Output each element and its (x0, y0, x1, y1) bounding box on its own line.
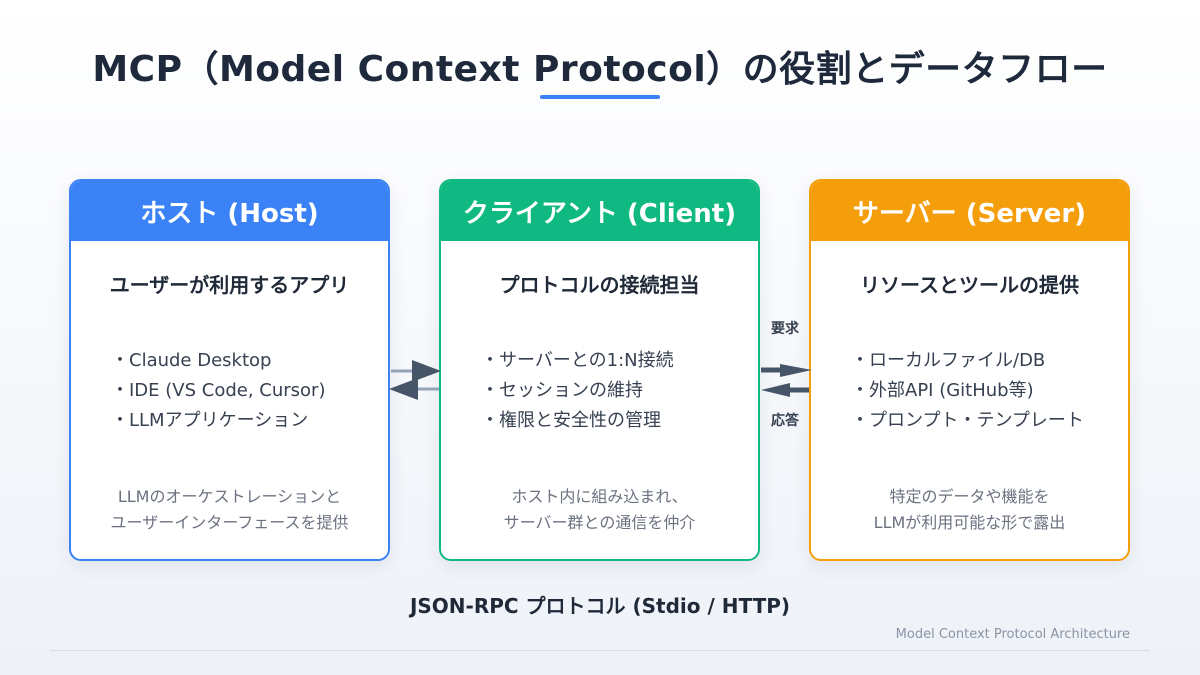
client-desc-line: ホスト内に組み込まれ、 (511, 487, 688, 506)
client-card-items: ・サーバーとの1:N接続 ・セッションの維持 ・権限と安全性の管理 (481, 346, 674, 436)
server-card-description: 特定のデータや機能を LLMが利用可能な形で露出 (811, 484, 1128, 536)
footer-divider (50, 650, 1150, 651)
host-item: ・IDE (VS Code, Cursor) (111, 380, 326, 401)
host-card: ホスト (Host) ユーザーが利用するアプリ ・Claude Desktop … (69, 179, 390, 561)
host-client-request-arrowhead (412, 360, 441, 382)
client-card-header: クライアント (Client) (441, 181, 758, 241)
client-card-subtitle: プロトコルの接続担当 (499, 273, 700, 297)
host-desc-line: ユーザーインターフェースを提供 (110, 513, 349, 532)
protocol-label: JSON-RPC プロトコル (Stdio / HTTP) (409, 594, 791, 618)
server-desc-line: LLMが利用可能な形で露出 (873, 513, 1066, 532)
client-item: ・サーバーとの1:N接続 (481, 350, 674, 371)
server-card: サーバー (Server) リソースとツールの提供 ・ローカルファイル/DB ・… (809, 179, 1130, 561)
server-card-subtitle: リソースとツールの提供 (860, 273, 1079, 297)
client-desc-line: サーバー群との通信を仲介 (503, 513, 696, 532)
server-item: ・プロンプト・テンプレート (851, 410, 1084, 431)
host-item: ・Claude Desktop (111, 350, 272, 371)
host-desc-line: LLMのオーケストレーションと (117, 487, 342, 506)
client-card-description: ホスト内に組み込まれ、 サーバー群との通信を仲介 (441, 484, 758, 536)
page-title: MCP（Model Context Protocol）の役割とデータフロー (92, 49, 1108, 90)
server-card-header: サーバー (Server) (811, 181, 1128, 241)
server-item: ・外部API (GitHub等) (851, 380, 1034, 401)
footer-caption: Model Context Protocol Architecture (895, 627, 1130, 642)
title-underline (540, 95, 660, 99)
server-item: ・ローカルファイル/DB (851, 350, 1046, 371)
response-label: 応答 (771, 413, 799, 429)
server-card-items: ・ローカルファイル/DB ・外部API (GitHub等) ・プロンプト・テンプ… (851, 346, 1084, 436)
host-card-description: LLMのオーケストレーションと ユーザーインターフェースを提供 (71, 484, 388, 536)
host-card-subtitle: ユーザーが利用するアプリ (109, 273, 350, 297)
request-label: 要求 (771, 321, 799, 337)
server-desc-line: 特定のデータや機能を (889, 487, 1050, 506)
host-card-header: ホスト (Host) (71, 181, 388, 241)
host-card-items: ・Claude Desktop ・IDE (VS Code, Cursor) ・… (111, 346, 325, 436)
client-item: ・セッションの維持 (481, 380, 643, 401)
host-item: ・LLMアプリケーション (111, 410, 309, 431)
client-server-request-arrowhead (780, 364, 812, 377)
client-card: クライアント (Client) プロトコルの接続担当 ・サーバーとの1:N接続 … (439, 179, 760, 561)
client-server-response-arrowhead (761, 383, 790, 397)
host-client-response-arrowhead (389, 378, 418, 400)
client-item: ・権限と安全性の管理 (481, 410, 661, 431)
